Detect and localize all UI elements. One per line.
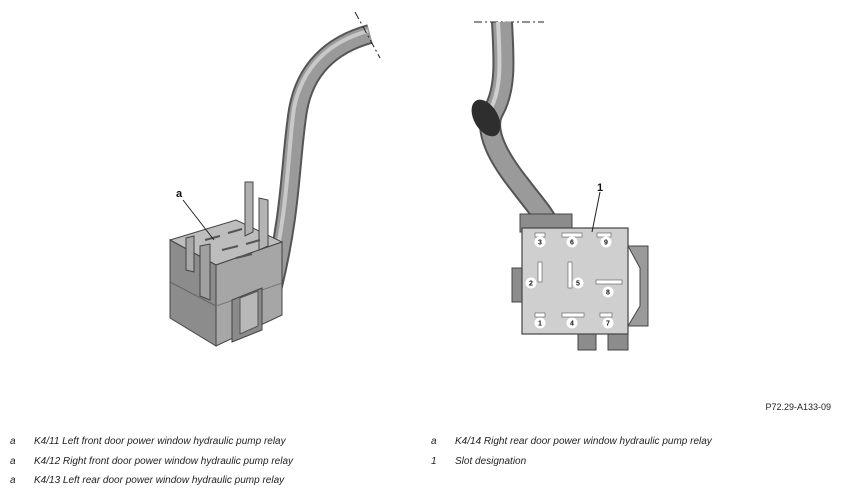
slot-3: 3: [538, 240, 542, 247]
legend-text: K4/13 Left rear door power window hydrau…: [34, 475, 285, 487]
legend-text: K4/12 Right front door power window hydr…: [34, 455, 294, 467]
legend-key: a: [431, 436, 437, 448]
callout-1-label: 1: [597, 182, 603, 194]
callout-1: 1: [591, 182, 603, 233]
legend-item: 1 Slot designation: [431, 452, 712, 472]
callout-a-label: a: [176, 188, 183, 200]
legend-key: a: [10, 475, 16, 487]
slot-labels: 3 6 9 2 5 8 1 4 7: [525, 236, 614, 329]
legend-key: a: [10, 436, 16, 448]
legend-item: a K4/14 Right rear door power window hyd…: [431, 432, 712, 452]
legend-item: a K4/13 Left rear door power window hydr…: [10, 471, 293, 491]
legend-left: a K4/11 Left front door power window hyd…: [10, 432, 293, 491]
slot-7: 7: [606, 321, 610, 328]
left-relay-cable: [262, 11, 381, 293]
legend-text: K4/11 Left front door power window hydra…: [34, 436, 286, 448]
slot-9: 9: [604, 240, 608, 247]
legend-text: K4/14 Right rear door power window hydra…: [455, 436, 712, 448]
legend-key: 1: [431, 455, 437, 467]
right-relay-cable: [471, 21, 561, 233]
legend-right: a K4/14 Right rear door power window hyd…: [431, 432, 712, 471]
legend-item: a K4/11 Left front door power window hyd…: [10, 432, 293, 452]
figure-reference: P72.29-A133-09: [765, 402, 831, 412]
slot-5: 5: [576, 281, 580, 288]
left-relay-body: [168, 181, 284, 347]
legend-text: Slot designation: [455, 455, 527, 467]
relay-diagram: a 3 6 9 2 5: [168, 11, 649, 351]
slot-6: 6: [570, 240, 574, 247]
legend-key: a: [10, 455, 16, 467]
slot-1: 1: [538, 321, 542, 328]
slot-8: 8: [606, 290, 610, 297]
legend-item: a K4/12 Right front door power window hy…: [10, 452, 293, 472]
slot-2: 2: [529, 281, 533, 288]
callout-a: a: [176, 188, 215, 241]
slot-4: 4: [570, 321, 574, 328]
